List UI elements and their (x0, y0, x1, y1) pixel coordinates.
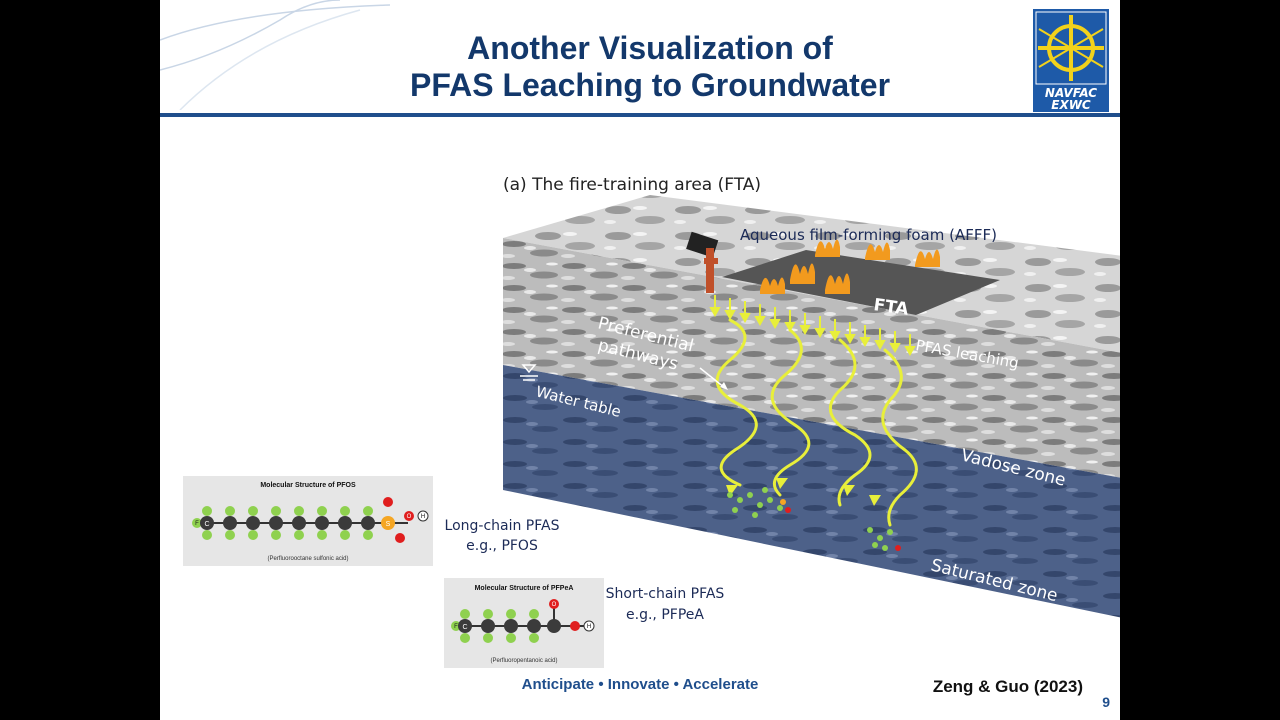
long-chain-line-1: Long-chain PFAS (444, 518, 560, 534)
short-chain-line-2: e.g., PFPeA (626, 607, 704, 623)
leaching-arrows (709, 295, 916, 357)
logo-line-1: NAVFAC (1045, 86, 1097, 100)
decorative-arcs (160, 0, 391, 110)
pfas-block-diagram: FTA (503, 175, 1120, 618)
pfpea-title: Molecular Structure of PFPeA (475, 585, 574, 592)
preferential-pointer (699, 367, 726, 389)
vadose-zone-front (503, 238, 1120, 478)
pfos-hydrogen-symbol: H (421, 514, 425, 520)
pathway-arrowheads (726, 478, 881, 506)
pfpea-oxygen-top (549, 599, 559, 609)
long-chain-label: Long-chain PFAS e.g., PFOS (442, 516, 562, 556)
pfpea-structure-box: Molecular Structure of PFPeA C F O H (Pe… (444, 578, 604, 668)
pfos-sulfur-atom (381, 516, 395, 530)
title-divider (160, 113, 1120, 117)
short-chain-line-1: Short-chain PFAS (605, 586, 725, 602)
molecule-clusters (727, 487, 901, 551)
pfpea-carbon-symbol: C (462, 624, 467, 631)
pfos-title: Molecular Structure of PFOS (260, 482, 356, 489)
pfpea-caption: (Perfluoropentanoic acid) (490, 658, 557, 664)
citation: Zeng & Guo (2023) (932, 677, 1083, 696)
panel-label: (a) The fire-training area (FTA) (503, 175, 761, 195)
slide-title: Another Visualization of PFAS Leaching t… (360, 30, 940, 104)
pfos-caption: (Perfluorooctane sulfonic acid) (267, 556, 348, 562)
fta-label: FTA (872, 295, 910, 320)
pfpea-oxygen-symbol: O (552, 602, 557, 608)
preferential-pathways (715, 318, 918, 527)
fire-icons (760, 239, 940, 294)
title-line-2: PFAS Leaching to Groundwater (409, 67, 891, 103)
afff-nozzle-icon (686, 231, 719, 293)
footer-tagline: Anticipate • Innovate • Accelerate (521, 676, 759, 693)
slide: Another Visualization of PFAS Leaching t… (160, 0, 1120, 720)
pfos-carbon-symbol: C (204, 521, 209, 528)
pfos-oxygen-top (383, 497, 393, 507)
pfos-oxygen-right (404, 511, 414, 521)
navfac-logo: NAVFAC EXWC (1033, 9, 1109, 112)
saturated-zone-front (503, 365, 1120, 618)
logo-line-2: EXWC (1051, 98, 1091, 112)
pfos-oxygen-symbol: O (407, 514, 412, 520)
page-number: 9 (1102, 694, 1110, 710)
pfpea-fluorine-symbol: F (454, 624, 458, 630)
pfpea-hydrogen-atom (583, 620, 595, 632)
afff-label: Aqueous film-forming foam (AFFF) (740, 226, 997, 244)
pfpea-oxygen-right (570, 621, 580, 631)
short-chain-label: Short-chain PFAS e.g., PFPeA (600, 584, 730, 626)
pfos-sulfur-symbol: S (386, 521, 391, 528)
pfos-fluorine-atoms (192, 506, 373, 540)
pfos-carbon-atoms (200, 516, 375, 530)
pfos-hydrogen-atom (417, 510, 429, 522)
pfos-oxygen-bottom (395, 533, 405, 543)
title-line-1: Another Visualization of (467, 30, 833, 66)
pfos-structure-box: Molecular Structure of PFOS C (183, 476, 433, 566)
fta-pad (722, 250, 1000, 315)
pfpea-carbon-atoms (458, 619, 561, 633)
water-table-icon (520, 364, 538, 381)
pfpea-hydrogen-symbol: H (587, 624, 591, 630)
pfos-fluorine-symbol: F (195, 521, 199, 527)
long-chain-line-2: e.g., PFOS (466, 538, 538, 554)
